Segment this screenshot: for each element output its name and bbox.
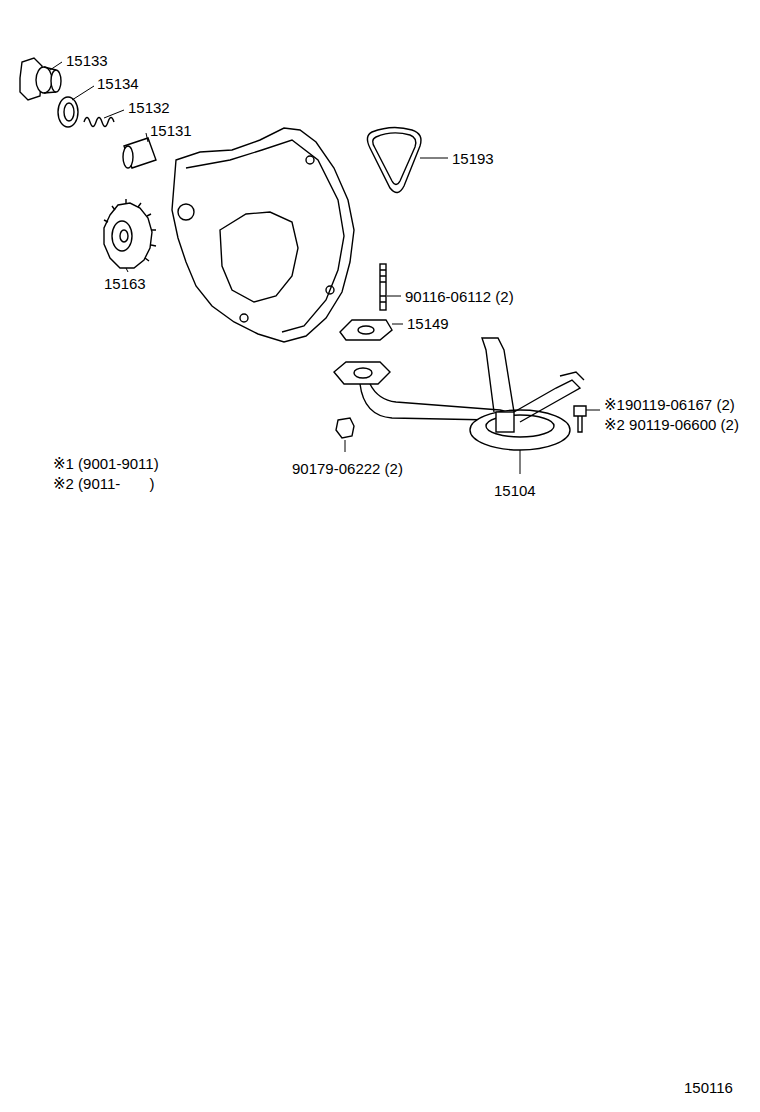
nut bbox=[336, 418, 354, 438]
callout-number: 15163 bbox=[104, 275, 146, 292]
pump-gear bbox=[104, 199, 156, 268]
callout-number: 15132 bbox=[128, 99, 170, 116]
oil-pump-housing bbox=[172, 128, 354, 342]
part-number: 90116-06112 (2) bbox=[405, 288, 514, 305]
part-number: ※190119-06167 (2) bbox=[604, 396, 735, 413]
oil-strainer bbox=[334, 338, 584, 450]
callout-number: 15149 bbox=[407, 315, 449, 332]
gasket-ring bbox=[58, 97, 78, 127]
note: ※2 (9011- ) bbox=[53, 475, 155, 492]
o-ring bbox=[367, 127, 421, 192]
callout-number: 15131 bbox=[150, 122, 192, 139]
diagram-id: 150116 bbox=[684, 1079, 733, 1096]
leader-lines bbox=[50, 62, 600, 474]
callout-number: 15134 bbox=[97, 75, 139, 92]
note: ※1 (9001-9011) bbox=[53, 455, 159, 472]
part-number: 90179-06222 (2) bbox=[292, 460, 403, 477]
stud-bolt bbox=[380, 264, 386, 310]
strainer-gasket bbox=[340, 320, 392, 340]
callout-number: 15104 bbox=[494, 482, 536, 499]
spring bbox=[84, 118, 114, 127]
callout-number: 15193 bbox=[452, 150, 494, 167]
plug bbox=[20, 58, 61, 100]
callout-number: 15133 bbox=[66, 52, 108, 69]
part-number: ※2 90119-06600 (2) bbox=[604, 416, 739, 433]
relief-valve bbox=[123, 138, 156, 168]
bolt bbox=[574, 406, 586, 432]
